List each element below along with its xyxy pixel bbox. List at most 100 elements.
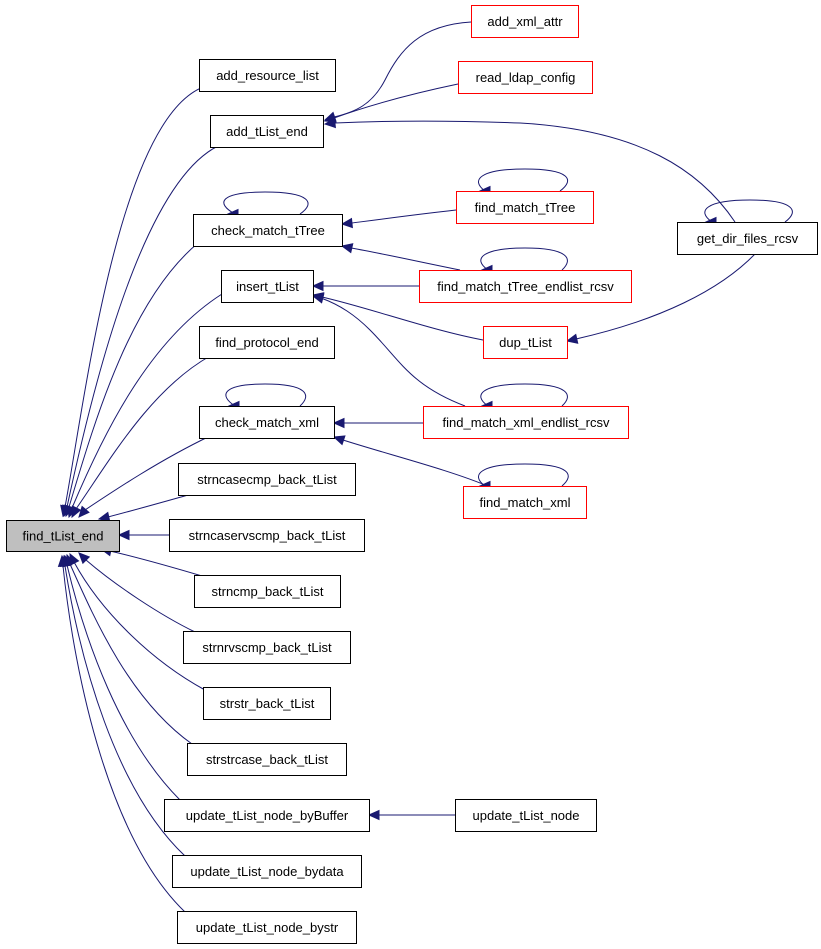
edge-find_match_xml-to-check_match_xml: [332, 435, 491, 488]
node-box: [194, 575, 341, 608]
edge-strncasecmp_back_tList-to-find_tList_end: [97, 493, 193, 522]
node-label: get_dir_files_rcsv: [697, 231, 799, 246]
node-strnrvscmp_back_tList[interactable]: strnrvscmp_back_tList: [183, 631, 351, 664]
node-find_match_tTree[interactable]: find_match_tTree: [456, 191, 594, 224]
edge-line: [64, 84, 211, 508]
edge-line: [62, 565, 186, 913]
edge-line: [575, 253, 756, 340]
node-box: [210, 115, 324, 148]
node-box: [458, 61, 593, 94]
node-label: find_match_xml_endlist_rcsv: [443, 415, 610, 430]
edge-line: [66, 564, 181, 801]
edge-get_dir_files_rcsv-to-dup_tList: [565, 253, 756, 344]
edge-check_match_xml-to-find_tList_end: [78, 435, 211, 518]
node-insert_tList[interactable]: insert_tList: [221, 270, 314, 303]
node-find_match_xml_endlist_rcsv[interactable]: find_match_xml_endlist_rcsv: [423, 406, 629, 439]
edge-strstrcase_back_tList-to-find_tList_end: [65, 553, 193, 745]
node-strncmp_back_tList[interactable]: strncmp_back_tList: [194, 575, 341, 608]
node-strstr_back_tList[interactable]: strstr_back_tList: [203, 687, 331, 720]
node-add_tList_end[interactable]: add_tList_end: [210, 115, 324, 148]
node-strstrcase_back_tList[interactable]: strstrcase_back_tList: [187, 743, 347, 776]
edge-line: [342, 439, 491, 488]
node-label: find_match_tTree_endlist_rcsv: [437, 279, 614, 294]
node-label: add_resource_list: [216, 68, 319, 83]
node-label: read_ldap_config: [476, 70, 576, 85]
node-update_tList_node[interactable]: update_tList_node: [455, 799, 597, 832]
edge-line: [75, 355, 211, 510]
edge-line: [333, 21, 472, 118]
node-box: [6, 520, 120, 552]
node-check_match_tTree[interactable]: check_match_tTree: [193, 214, 343, 247]
edge-line: [73, 561, 206, 691]
node-label: update_tList_node_byBuffer: [186, 808, 349, 823]
node-box: [677, 222, 818, 255]
edge-line: [480, 247, 568, 271]
node-find_match_tTree_endlist_rcsv[interactable]: find_match_tTree_endlist_rcsv: [419, 270, 632, 303]
edge-line: [85, 559, 196, 633]
edge-arrowhead: [367, 809, 380, 821]
edge-update_tList_node_bystr-to-find_tList_end: [57, 554, 186, 913]
node-box: [423, 406, 629, 439]
node-update_tList_node_byBuffer[interactable]: update_tList_node_byBuffer: [164, 799, 370, 832]
edge-arrowhead: [340, 217, 353, 229]
node-get_dir_files_rcsv[interactable]: get_dir_files_rcsv: [677, 222, 818, 255]
node-label: add_xml_attr: [487, 14, 563, 29]
edge-add_tList_end-to-find_tList_end: [62, 145, 219, 518]
node-box: [463, 486, 587, 519]
node-box: [199, 59, 336, 92]
edge-line: [64, 565, 186, 857]
node-box: [183, 631, 351, 664]
node-box: [187, 743, 347, 776]
edge-arrowhead: [332, 417, 345, 429]
node-find_protocol_end[interactable]: find_protocol_end: [199, 326, 335, 359]
node-box: [199, 326, 335, 359]
edge-line: [320, 297, 466, 407]
node-dup_tList[interactable]: dup_tList: [483, 326, 568, 359]
edge-line: [480, 383, 568, 407]
edge-line: [84, 435, 211, 511]
node-find_match_xml[interactable]: find_match_xml: [463, 486, 587, 519]
edge-strncaservscmp_back_tList-to-find_tList_end: [117, 529, 169, 541]
edge-line: [225, 383, 307, 407]
node-read_ldap_config[interactable]: read_ldap_config: [458, 61, 593, 94]
node-find_tList_end[interactable]: find_tList_end: [6, 520, 120, 552]
node-label: find_tList_end: [23, 529, 104, 544]
edge-arrowhead: [340, 243, 354, 254]
edge-line: [107, 493, 193, 518]
node-box: [178, 463, 356, 496]
node-strncaservscmp_back_tList[interactable]: strncaservscmp_back_tList: [169, 519, 365, 552]
node-label: check_match_xml: [215, 415, 319, 430]
node-update_tList_node_bystr[interactable]: update_tList_node_bystr: [177, 911, 357, 944]
node-label: strncasecmp_back_tList: [197, 472, 337, 487]
node-label: update_tList_node_bydata: [190, 864, 344, 879]
edge-add_xml_attr-to-add_tList_end: [323, 21, 472, 122]
node-strncasecmp_back_tList[interactable]: strncasecmp_back_tList: [178, 463, 356, 496]
edge-arrowhead: [117, 529, 130, 541]
edge-line: [333, 83, 459, 119]
edge-line: [478, 168, 569, 192]
node-label: strncaservscmp_back_tList: [189, 528, 346, 543]
edge-arrowhead: [311, 280, 324, 292]
edge-strnrvscmp_back_tList-to-find_tList_end: [78, 552, 196, 633]
edge-line: [478, 463, 569, 487]
node-box: [455, 799, 597, 832]
edge-line: [334, 120, 736, 223]
edge-find_match_xml_endlist_rcsv-to-check_match_xml: [332, 417, 423, 429]
node-label: strnrvscmp_back_tList: [202, 640, 332, 655]
node-update_tList_node_bydata[interactable]: update_tList_node_bydata: [172, 855, 362, 888]
call-graph-nodes: find_tList_end add_resource_list add_tList…: [6, 5, 818, 944]
edge-get_dir_files_rcsv-to-add_tList_end: [323, 117, 736, 223]
node-add_xml_attr[interactable]: add_xml_attr: [471, 5, 579, 38]
edge-line: [109, 550, 203, 577]
node-add_resource_list[interactable]: add_resource_list: [199, 59, 336, 92]
edge-arrowhead: [565, 333, 579, 344]
edge-line: [321, 296, 484, 341]
node-label: check_match_tTree: [211, 223, 325, 238]
edge-find_match_tTree_endlist_rcsv-to-insert_tList: [311, 280, 419, 292]
call-graph-edges: [57, 21, 793, 913]
node-check_match_xml[interactable]: check_match_xml: [199, 406, 335, 439]
node-box: [193, 214, 343, 247]
edge-line: [68, 242, 199, 508]
node-box: [169, 519, 365, 552]
